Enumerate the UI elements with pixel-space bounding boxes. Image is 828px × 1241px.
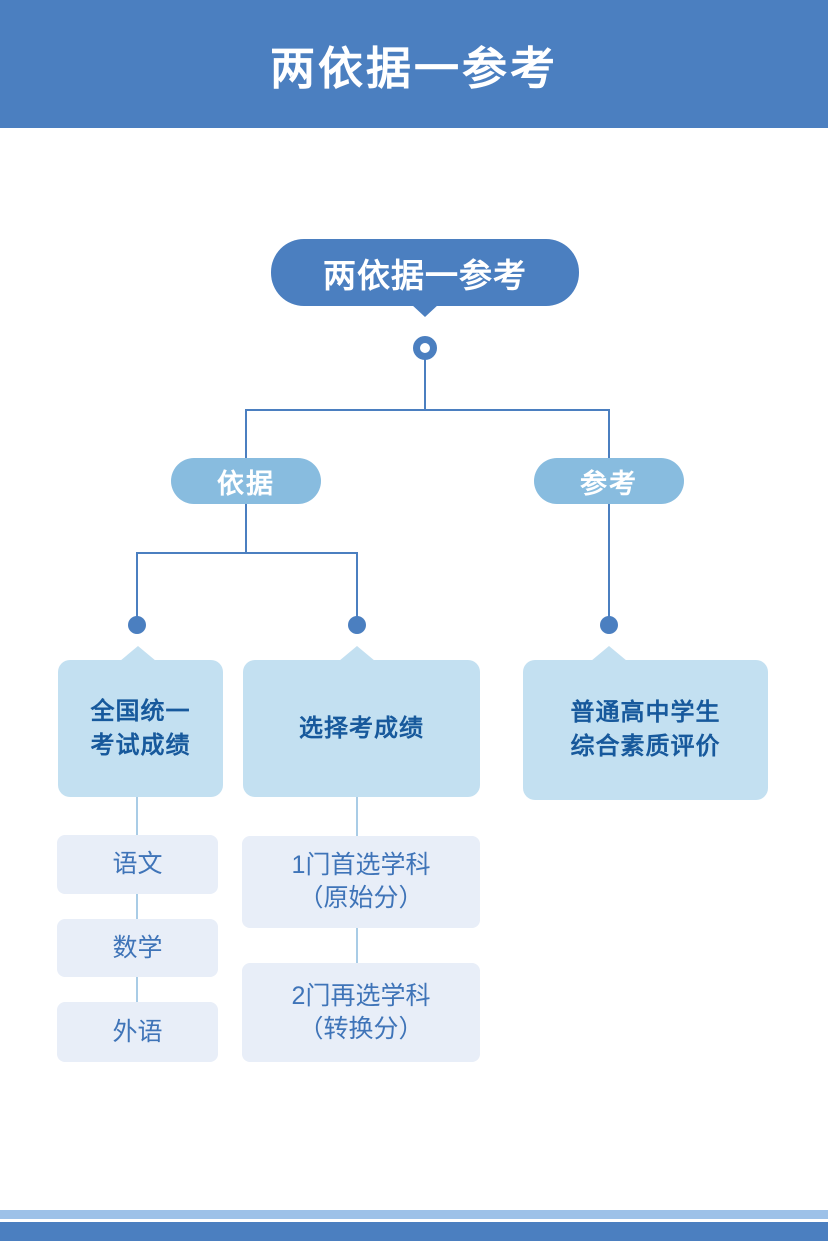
- branch-pill-reference-label: 参考: [580, 468, 638, 499]
- connector-line-reference-upper: [608, 409, 610, 459]
- sub-connector-math: [136, 894, 138, 919]
- sub-connector-first-choice: [356, 797, 358, 836]
- connector-line-branch-top: [245, 409, 610, 411]
- sub-connector-second-choice: [356, 928, 358, 963]
- connector-line-reference-lower: [608, 503, 610, 618]
- branch-pill-basis-label: 依据: [217, 468, 275, 499]
- first-choice-line1: 1门首选学科: [291, 851, 431, 879]
- selective-box-second-choice: 2门再选学科 （转换分）: [242, 963, 480, 1062]
- endpoint-dot-reference: [600, 616, 618, 634]
- footer-stripe-light: [0, 1210, 828, 1219]
- subject-box-math: 数学: [57, 919, 218, 977]
- connector-line-basis-lower: [245, 503, 247, 554]
- subject-math-label: 数学: [112, 933, 163, 962]
- national-exam-line2: 考试成绩: [90, 731, 191, 759]
- header-banner: 两依据一参考: [0, 0, 828, 128]
- connector-line-selective-exam: [356, 552, 358, 618]
- subject-foreign-label: 外语: [112, 1017, 163, 1046]
- quality-eval-line1: 普通高中学生: [570, 699, 721, 726]
- quality-eval-box: 普通高中学生 综合素质评价: [523, 660, 768, 800]
- national-exam-line1: 全国统一: [90, 697, 191, 725]
- connector-line-branch-basis: [136, 552, 358, 554]
- selective-exam-line1: 选择考成绩: [299, 714, 424, 742]
- subject-box-chinese: 语文: [57, 835, 218, 894]
- quality-eval-line2: 综合素质评价: [570, 733, 721, 760]
- national-exam-box-tail: [120, 646, 156, 661]
- branch-pill-reference: 参考: [534, 458, 684, 504]
- subject-box-foreign: 外语: [57, 1002, 218, 1062]
- connector-ring-icon: [413, 336, 437, 360]
- second-choice-line1: 2门再选学科: [291, 981, 431, 1010]
- root-node-tail: [411, 304, 439, 317]
- first-choice-line2: （原始分）: [298, 884, 424, 912]
- connector-line-basis-upper: [245, 409, 247, 459]
- selective-exam-box-tail: [339, 646, 375, 661]
- endpoint-dot-selective: [348, 616, 366, 634]
- endpoint-dot-national: [128, 616, 146, 634]
- subject-chinese-label: 语文: [112, 850, 163, 878]
- sub-connector-chinese: [136, 797, 138, 835]
- selective-box-first-choice: 1门首选学科 （原始分）: [242, 836, 480, 928]
- connector-line-national-exam: [136, 552, 138, 618]
- root-node-label: 两依据一参考: [323, 256, 527, 294]
- quality-eval-box-tail: [591, 646, 627, 661]
- root-node: 两依据一参考: [271, 239, 579, 306]
- connector-line-trunk: [424, 359, 426, 410]
- footer-stripe-dark: [0, 1222, 828, 1241]
- sub-connector-foreign: [136, 977, 138, 1002]
- page-title: 两依据一参考: [269, 43, 558, 94]
- national-exam-box: 全国统一 考试成绩: [58, 660, 223, 797]
- branch-pill-basis: 依据: [171, 458, 321, 504]
- second-choice-line2: （转换分）: [298, 1014, 424, 1043]
- selective-exam-box: 选择考成绩: [243, 660, 480, 797]
